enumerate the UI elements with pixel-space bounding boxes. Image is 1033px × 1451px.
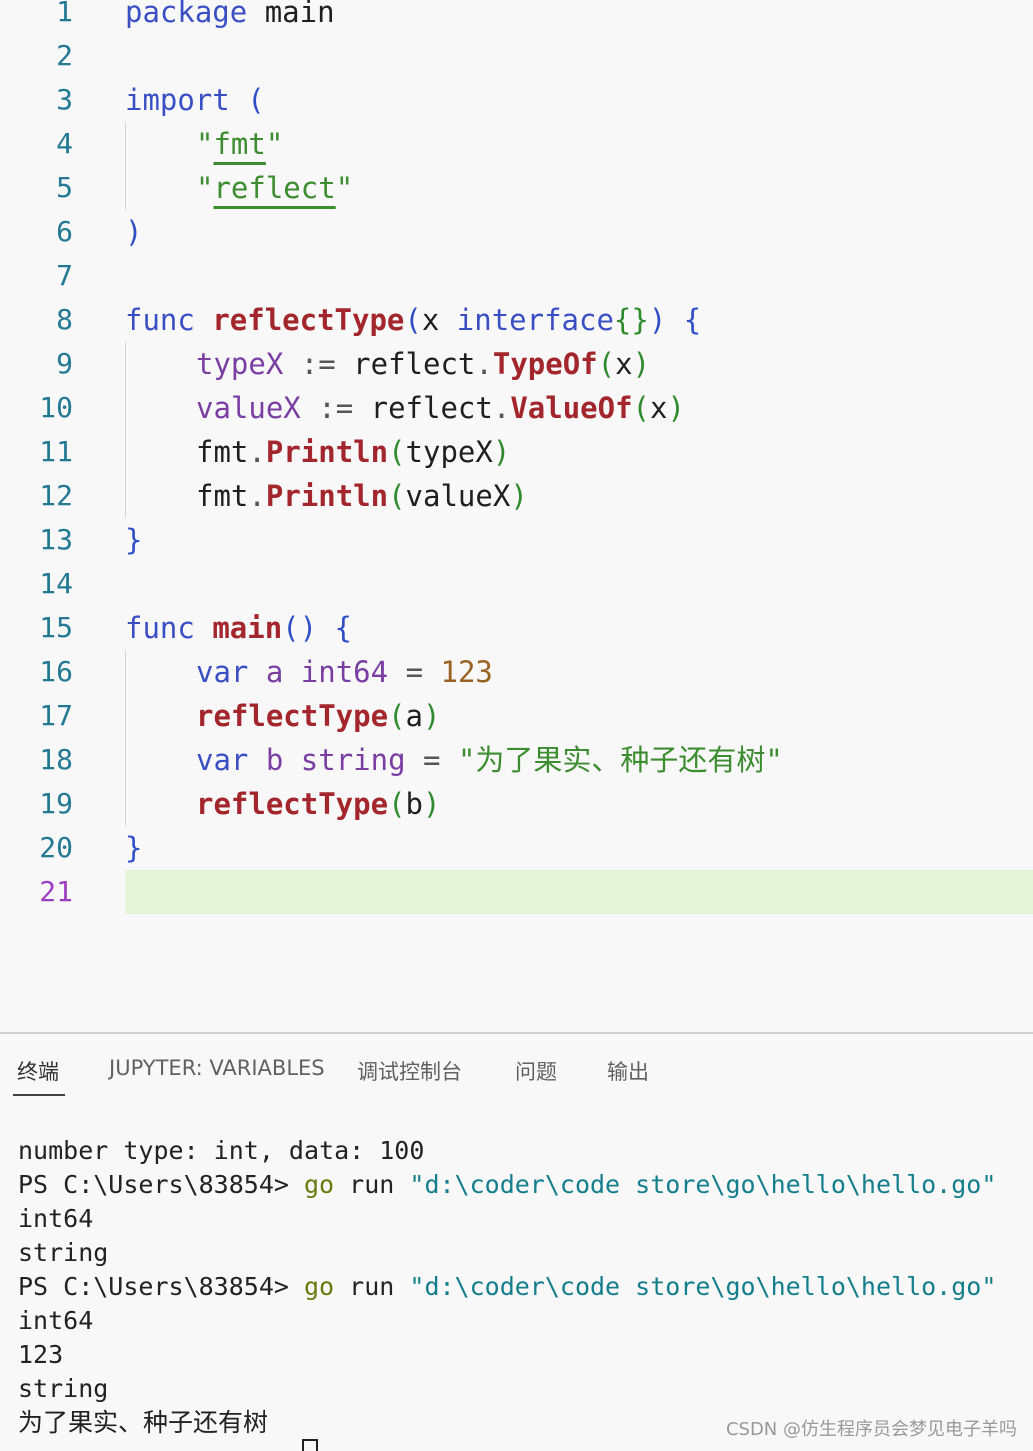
tab-problems[interactable]: 问题: [515, 1060, 557, 1084]
line-number: 1: [56, 0, 73, 28]
code-line-4[interactable]: 4 "fmt": [0, 122, 1033, 166]
code-line-20[interactable]: 20 }: [0, 826, 1033, 870]
code-line-10[interactable]: 10 valueX := reflect.ValueOf(x): [0, 386, 1033, 430]
code-line-7[interactable]: 7: [0, 254, 1033, 298]
code-text[interactable]: "reflect": [196, 171, 354, 205]
code-line-15[interactable]: 15 func main() {: [0, 606, 1033, 650]
code-line-8[interactable]: 8 func reflectType(x interface{}) {: [0, 298, 1033, 342]
code-editor[interactable]: 1 package main 2 3 import ( 4 "fmt" 5 "r…: [0, 0, 1033, 1032]
code-text[interactable]: package main: [125, 0, 335, 29]
code-line-3[interactable]: 3 import (: [0, 78, 1033, 122]
line-number: 7: [56, 259, 73, 292]
line-number: 17: [39, 699, 73, 732]
code-text[interactable]: var b string = "为了果实、种子还有树": [196, 743, 783, 777]
line-number: 15: [39, 611, 73, 644]
code-text[interactable]: import (: [125, 83, 265, 117]
code-text[interactable]: reflectType(a): [196, 699, 441, 733]
terminal-line: 123: [18, 1340, 64, 1369]
code-line-21[interactable]: 21: [0, 870, 1033, 914]
code-text[interactable]: ): [125, 215, 143, 249]
bottom-panel: 终端 JUPYTER: VARIABLES 调试控制台 问题 输出 number…: [0, 1032, 1033, 1451]
code-text[interactable]: typeX := reflect.TypeOf(x): [196, 347, 651, 381]
indent-guide: [125, 166, 126, 210]
code-text[interactable]: "fmt": [196, 127, 284, 161]
indent-guide: [125, 694, 126, 738]
indent-guide: [125, 386, 126, 430]
code-text[interactable]: fmt.Println(typeX): [196, 435, 511, 469]
indent-guide: [125, 342, 126, 386]
terminal-line: int64: [18, 1204, 94, 1233]
code-text[interactable]: valueX := reflect.ValueOf(x): [196, 391, 685, 425]
line-number: 4: [56, 127, 73, 160]
code-text[interactable]: }: [125, 831, 143, 865]
line-number: 12: [39, 479, 73, 512]
code-line-16[interactable]: 16 var a int64 = 123: [0, 650, 1033, 694]
line-number: 3: [56, 83, 73, 116]
tab-debug-console[interactable]: 调试控制台: [357, 1060, 462, 1084]
code-text[interactable]: func main() {: [125, 611, 353, 645]
code-line-19[interactable]: 19 reflectType(b): [0, 782, 1033, 826]
terminal-line: int64: [18, 1306, 94, 1335]
code-line-18[interactable]: 18 var b string = "为了果实、种子还有树": [0, 738, 1033, 782]
indent-guide: [125, 122, 126, 166]
line-number: 18: [39, 743, 73, 776]
line-number: 19: [39, 787, 73, 820]
terminal-line: 为了果实、种子还有树: [18, 1408, 269, 1437]
tab-output[interactable]: 输出: [607, 1060, 649, 1084]
line-number: 13: [39, 523, 73, 556]
code-line-1[interactable]: 1 package main: [0, 0, 1033, 34]
code-text[interactable]: reflectType(b): [196, 787, 441, 821]
code-line-14[interactable]: 14: [0, 562, 1033, 606]
tab-terminal[interactable]: 终端: [17, 1060, 59, 1084]
terminal-line: string: [18, 1238, 109, 1267]
active-tab-indicator: [13, 1094, 65, 1096]
terminal-line: string: [18, 1374, 109, 1403]
terminal-command-line: PS C:\Users\83854> go run "d:\coder\code…: [18, 1170, 997, 1199]
line-number: 10: [39, 391, 73, 424]
indent-guide: [125, 650, 126, 694]
terminal-line: number type: int, data: 100: [18, 1136, 425, 1165]
line-number: 8: [56, 303, 73, 336]
panel-tabs: 终端 JUPYTER: VARIABLES 调试控制台 问题 输出: [0, 1034, 1033, 1114]
line-number: 20: [39, 831, 73, 864]
code-line-2[interactable]: 2: [0, 34, 1033, 78]
code-line-13[interactable]: 13 }: [0, 518, 1033, 562]
code-line-12[interactable]: 12 fmt.Println(valueX): [0, 474, 1033, 518]
code-line-11[interactable]: 11 fmt.Println(typeX): [0, 430, 1033, 474]
indent-guide: [125, 738, 126, 782]
line-number: 5: [56, 171, 73, 204]
tab-jupyter-variables[interactable]: JUPYTER: VARIABLES: [109, 1056, 325, 1080]
code-line-6[interactable]: 6 ): [0, 210, 1033, 254]
indent-guide: [125, 430, 126, 474]
code-text[interactable]: }: [125, 523, 143, 557]
code-text[interactable]: func reflectType(x interface{}) {: [125, 303, 702, 337]
code-line-9[interactable]: 9 typeX := reflect.TypeOf(x): [0, 342, 1033, 386]
line-number: 14: [39, 567, 73, 600]
line-number: 2: [56, 39, 73, 72]
line-number: 16: [39, 655, 73, 688]
code-line-17[interactable]: 17 reflectType(a): [0, 694, 1033, 738]
active-line-number: 21: [39, 875, 73, 908]
code-text[interactable]: var a int64 = 123: [196, 655, 493, 689]
terminal-command-line: PS C:\Users\83854> go run "d:\coder\code…: [18, 1272, 997, 1301]
current-line-highlight: [125, 870, 1033, 914]
code-line-5[interactable]: 5 "reflect": [0, 166, 1033, 210]
terminal-output[interactable]: number type: int, data: 100 PS C:\Users\8…: [18, 1134, 996, 1440]
code-text[interactable]: fmt.Println(valueX): [196, 479, 528, 513]
watermark: CSDN @仿生程序员会梦见电子羊吗: [725, 1419, 1017, 1440]
line-number: 11: [39, 435, 73, 468]
line-number: 6: [56, 215, 73, 248]
terminal-cursor: [302, 1439, 318, 1451]
line-number: 9: [56, 347, 73, 380]
indent-guide: [125, 474, 126, 518]
indent-guide: [125, 782, 126, 826]
